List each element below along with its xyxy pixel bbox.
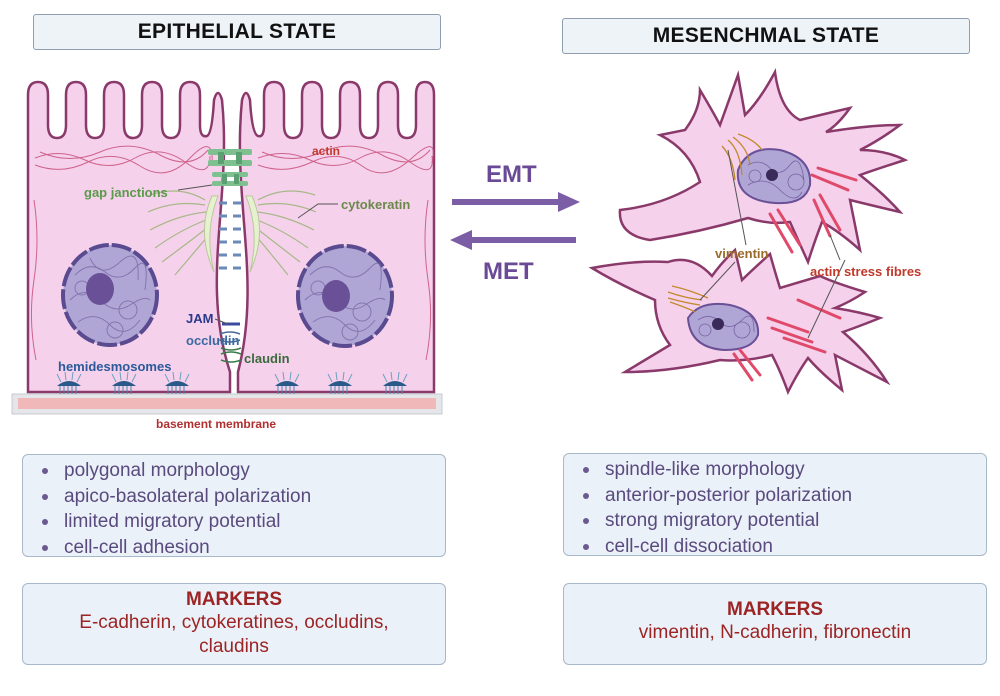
markers-text-line: claudins — [199, 636, 269, 657]
markers-heading: MARKERS — [185, 589, 283, 610]
nucleus-left — [61, 243, 159, 347]
mesenchymal-property: strong migratory potential — [564, 508, 986, 534]
label-cytokeratin: cytokeratin — [341, 197, 410, 212]
epithelial-markers: MARKERS E-cadherin, cytokeratines, occlu… — [22, 583, 446, 665]
nucleus-right — [296, 244, 394, 348]
label-emt: EMT — [486, 161, 537, 188]
label-hemidesmosomes: hemidesmosomes — [58, 359, 171, 374]
epithelial-property: limited migratory potential — [23, 509, 445, 535]
label-met: MET — [483, 258, 534, 285]
mesenchymal-properties: spindle-like morphology anterior-posteri… — [563, 453, 987, 557]
label-occludin: occludin — [186, 333, 240, 348]
gap-junction-upper — [208, 149, 252, 166]
epithelial-properties: polygonal morphology apico-basolateral p… — [22, 454, 446, 558]
mesenchymal-state-title: MESENCHMAL STATE — [562, 18, 970, 54]
mesenchymal-property: spindle-like morphology — [564, 457, 986, 483]
label-actin: actin — [312, 144, 340, 158]
emt-arrow — [452, 192, 580, 212]
mesenchymal-property: cell-cell dissociation — [564, 534, 986, 560]
markers-text-line: E-cadherin, cytokeratines, occludins, — [79, 612, 389, 633]
label-gap-junctions: gap janctions — [84, 185, 168, 200]
epithelial-property: cell-cell adhesion — [23, 535, 445, 561]
markers-text-line: vimentin, N-cadherin, fibronectin — [638, 622, 912, 643]
mesenchymal-markers: MARKERS vimentin, N-cadherin, fibronecti… — [563, 583, 987, 665]
label-basement-membrane: basement membrane — [156, 417, 276, 431]
label-claudin: claudin — [244, 351, 290, 366]
hemidesmosomes — [56, 371, 408, 394]
label-actin-stress-fibres: actin stress fibres — [810, 264, 921, 279]
gap-junction-lower — [212, 172, 248, 186]
epithelial-state-title: EPITHELIAL STATE — [33, 14, 441, 50]
met-arrow — [450, 230, 576, 250]
mesenchymal-property: anterior-posterior polarization — [564, 483, 986, 509]
emt-diagram: actin gap janctions cytokeratin JAM occl… — [11, 67, 921, 431]
label-vimentin: vimentin — [715, 246, 769, 261]
epithelial-property: apico-basolateral polarization — [23, 484, 445, 510]
tight-junction — [219, 322, 242, 363]
label-jam: JAM — [186, 311, 213, 326]
epithelial-property: polygonal morphology — [23, 458, 445, 484]
markers-heading: MARKERS — [726, 599, 824, 620]
